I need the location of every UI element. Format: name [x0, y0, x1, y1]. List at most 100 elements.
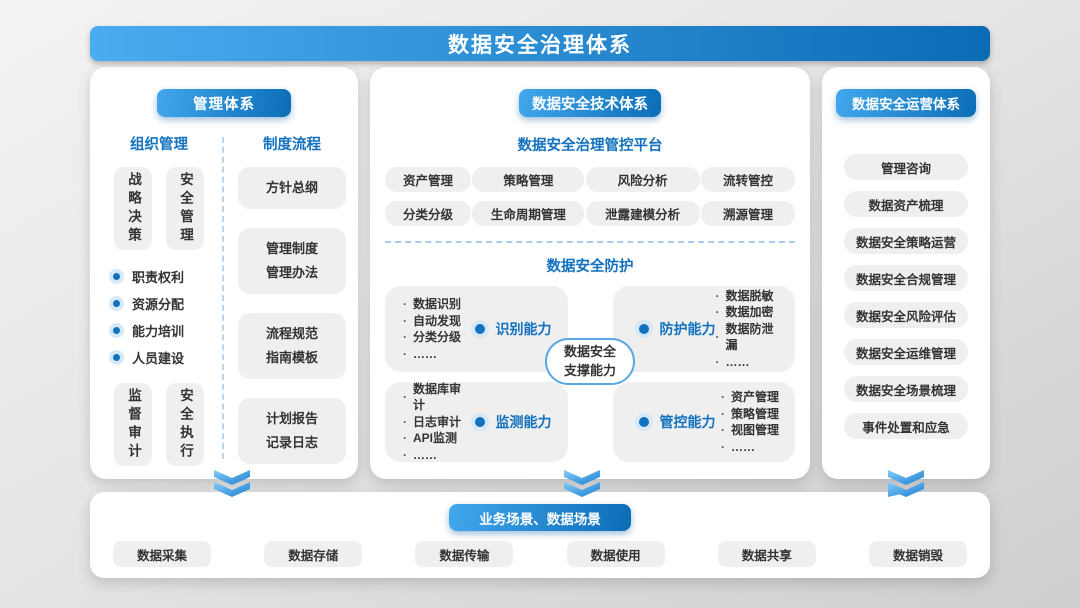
scenario-pill: 数据传输: [415, 541, 514, 567]
dot-icon: [109, 296, 124, 311]
platform-pill: 资产管理: [385, 167, 471, 192]
management-system-panel: 管理体系 组织管理 战略决策安全管理 职责权利: [90, 67, 358, 479]
monitor-capability-label: 监测能力: [470, 412, 552, 432]
process-box: 计划报告 记录日志: [238, 398, 346, 465]
dashed-vertical-divider: [222, 137, 224, 459]
quadrant-protect: 防护能力 数据脱敏数据加密数据防泄漏……: [612, 286, 795, 372]
platform-pill-row-2: 分类分级生命周期管理泄露建模分析溯源管理: [385, 201, 795, 226]
platform-pill: 分类分级: [385, 201, 471, 226]
vertical-label-box: 战略决策: [114, 167, 152, 250]
vertical-label-box: 安全管理: [166, 167, 204, 250]
capability-item: 日志审计: [403, 414, 471, 431]
scenario-pill: 数据销毁: [868, 541, 967, 567]
protect-items: 数据脱敏数据加密数据防泄漏……: [716, 288, 788, 371]
support-capability-oval: 数据安全 支撑能力: [545, 338, 635, 385]
capability-item: 数据脱敏: [716, 288, 780, 305]
capability-item: 资产管理: [721, 389, 779, 406]
org-bullet-item: 资源分配: [109, 290, 215, 317]
capability-item: ……: [403, 447, 471, 464]
control-capability-label: 管控能力: [634, 412, 716, 432]
org-management-header: 组织管理: [130, 137, 188, 153]
process-box: 流程规范 指南模板: [238, 313, 346, 380]
management-system-badge: 管理体系: [157, 89, 291, 117]
quadrant-identify: 数据识别自动发现分类分级…… 识别能力: [385, 286, 568, 372]
double-chevron-down-icon: [563, 470, 601, 497]
process-box: 方针总纲: [238, 167, 346, 210]
dot-icon: [109, 350, 124, 365]
dot-icon: [634, 413, 653, 431]
operation-system-badge: 数据安全运营体系: [836, 89, 976, 117]
capability-item: 数据加密: [716, 304, 780, 321]
org-bullet-list: 职责权利 资源分配 能力培训: [109, 263, 215, 371]
operation-item: 事件处置和应急: [844, 413, 968, 439]
capability-item: 数据库审计: [403, 381, 471, 414]
scenario-pill-row: 数据采集 数据存储 数据传输 数据使用 数据共享 数据销毁: [113, 541, 967, 567]
capability-item: 视图管理: [721, 422, 779, 439]
operation-item: 数据安全风险评估: [844, 302, 968, 328]
operation-item: 管理咨询: [844, 154, 968, 180]
platform-title: 数据安全治理管控平台: [517, 138, 663, 154]
org-bullet-label: 资源分配: [132, 297, 185, 312]
process-header: 制度流程: [263, 137, 321, 153]
protect-capability-label: 防护能力: [634, 319, 716, 339]
operation-system-panel: 数据安全运营体系 管理咨询数据资产梳理数据安全策略运营数据安全合规管理数据安全风…: [822, 67, 990, 479]
org-bullet-item: 人员建设: [109, 344, 215, 371]
process-column: 制度流程 方针总纲管理制度 管理办法流程规范 指南模板计划报告 记录日志: [224, 133, 346, 466]
platform-pill-row-1: 资产管理策略管理风险分析流转管控: [385, 167, 795, 192]
operation-item: 数据资产梳理: [844, 191, 968, 217]
operation-item: 数据安全策略运营: [844, 228, 968, 254]
scenario-pill: 数据使用: [566, 541, 665, 567]
management-columns: 组织管理 战略决策安全管理 职责权利 资源分配: [90, 133, 358, 466]
org-bullet-label: 能力培训: [132, 324, 185, 339]
capability-item: 数据防泄漏: [716, 321, 780, 354]
capability-item: ……: [403, 346, 471, 363]
quadrant-control: 管控能力 资产管理策略管理视图管理……: [612, 382, 795, 462]
dot-icon: [109, 323, 124, 338]
process-box-list: 方针总纲管理制度 管理办法流程规范 指南模板计划报告 记录日志: [238, 167, 346, 465]
scenario-pill: 数据采集: [113, 541, 212, 567]
capability-item: 自动发现: [403, 313, 471, 330]
platform-pill: 风险分析: [585, 167, 700, 192]
dot-icon: [470, 320, 489, 338]
capability-item: ……: [716, 354, 780, 371]
org-bullet-item: 能力培训: [109, 317, 215, 344]
protection-title: 数据安全防护: [546, 259, 634, 275]
capability-item: 分类分级: [403, 329, 471, 346]
double-chevron-down-icon: [213, 470, 251, 497]
identify-capability-label: 识别能力: [470, 319, 552, 339]
platform-pill: 生命周期管理: [472, 201, 585, 226]
operation-item: 数据安全合规管理: [844, 265, 968, 291]
process-box: 管理制度 管理办法: [238, 228, 346, 295]
tech-system-panel: 数据安全技术体系 数据安全治理管控平台 资产管理策略管理风险分析流转管控 分类分…: [370, 67, 810, 479]
operation-item: 数据安全场景梳理: [844, 376, 968, 402]
dashed-horizontal-divider: [385, 241, 795, 243]
org-bullet-item: 职责权利: [109, 263, 215, 290]
tech-system-badge: 数据安全技术体系: [519, 89, 661, 117]
org-management-column: 组织管理 战略决策安全管理 职责权利 资源分配: [103, 133, 215, 466]
platform-pill: 流转管控: [700, 167, 795, 192]
control-items: 资产管理策略管理视图管理……: [721, 389, 787, 455]
monitor-items: 数据库审计日志审计API监测……: [393, 381, 471, 464]
org-bottom-boxes: 监督审计安全执行: [103, 383, 215, 466]
operation-item: 数据安全运维管理: [844, 339, 968, 365]
scenario-pill: 数据共享: [717, 541, 816, 567]
dot-icon: [634, 320, 653, 338]
capability-item: ……: [721, 439, 779, 456]
scenario-pill: 数据存储: [264, 541, 363, 567]
vertical-label-box: 安全执行: [166, 383, 204, 466]
operation-item-list: 管理咨询数据资产梳理数据安全策略运营数据安全合规管理数据安全风险评估数据安全运维…: [822, 154, 990, 439]
org-top-boxes: 战略决策安全管理: [103, 167, 215, 250]
identify-items: 数据识别自动发现分类分级……: [393, 296, 471, 362]
capability-item: 策略管理: [721, 406, 779, 423]
org-bullet-label: 人员建设: [132, 351, 185, 366]
vertical-label-box: 监督审计: [114, 383, 152, 466]
page-title: 数据安全治理体系: [448, 33, 632, 57]
protection-quadrants: 数据识别自动发现分类分级…… 识别能力 防护能力 数据脱敏数据加密数据防泄漏……: [385, 286, 795, 462]
platform-pill: 泄露建模分析: [585, 201, 700, 226]
scenario-panel: 业务场景、数据场景 数据采集 数据存储 数据传输 数据使用 数据共享 数据销毁: [90, 492, 990, 578]
dot-icon: [109, 269, 124, 284]
platform-pill: 策略管理: [472, 167, 585, 192]
scenario-badge: 业务场景、数据场景: [449, 504, 631, 531]
double-chevron-down-icon: [887, 470, 925, 497]
